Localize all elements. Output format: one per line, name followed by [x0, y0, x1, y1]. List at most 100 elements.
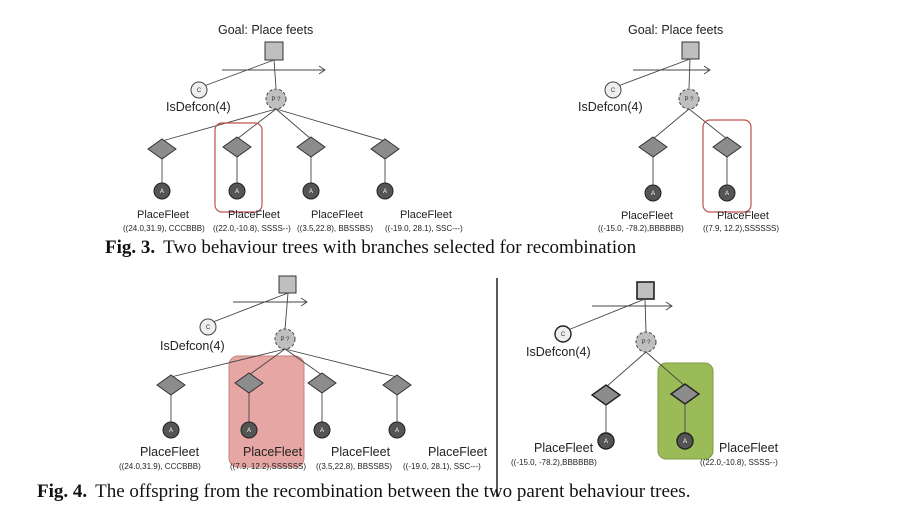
fig4-right-edge-p-2 — [645, 351, 686, 387]
fig4-left-condition-node — [199, 318, 217, 336]
fig3-left-action-letter-2: A — [235, 189, 239, 195]
fig3-right-edge-root-c — [617, 58, 691, 87]
fig4-left-edge-p-1 — [170, 348, 286, 378]
fig3-caption: Fig. 3. Two behaviour trees with branches… — [105, 237, 637, 258]
fig3-left-edge-p-1 — [161, 108, 277, 142]
fig4-left-leaf-3-title: PlaceFleet — [331, 445, 391, 459]
fig3-left-condition-node — [190, 81, 208, 99]
fig4-left-leaf-2-params: ((7.9, 12.2),SSSSSS) — [230, 462, 306, 471]
fig3-left-action-node-1 — [153, 182, 171, 200]
fig3-left-edge-p-3 — [275, 108, 312, 140]
fig4-caption-prefix: Fig. 4. — [37, 481, 87, 502]
fig3-left-action-node-2 — [228, 182, 246, 200]
fig4-right-selector-letter: P ? — [642, 340, 652, 346]
fig3-left-sequence-diamond-4 — [370, 138, 400, 160]
fig4-left-action-node-2 — [240, 421, 258, 439]
fig4-left-edge-p-4 — [284, 348, 398, 378]
fig3-left-condition-letter: C — [197, 88, 202, 94]
fig4-left-action-node-1 — [162, 421, 180, 439]
fig3-right-root-sequence-node — [681, 41, 700, 60]
fig4-caption-text: The offspring from the recombination bet… — [95, 481, 690, 502]
fig4-right-arrow-head — [665, 301, 673, 311]
fig3-right-sequence-diamond-1 — [638, 136, 668, 158]
fig3-right-action-node-2 — [718, 184, 736, 202]
fig4-right-leaf-2-title: PlaceFleet — [719, 441, 779, 455]
fig4-left-sequence-diamond-3 — [307, 372, 337, 394]
fig3-right-arrow-head — [703, 65, 711, 75]
fig4-right-tree: C IsDefcon(4) P ? A A PlaceFleet ((-15.0… — [511, 281, 779, 467]
fig4-left-sequence-diamond-1 — [156, 374, 186, 396]
fig3-right-edge-root-p — [688, 58, 691, 89]
fig4-left-leaf-1-title: PlaceFleet — [140, 445, 200, 459]
fig4-right-edge-root-p — [644, 298, 647, 333]
fig4-left-edge-p-2 — [248, 348, 286, 376]
fig3-left-condition-label: IsDefcon(4) — [166, 100, 231, 114]
fig3-left-action-node-4 — [376, 182, 394, 200]
fig3-right-selector-letter: P ? — [685, 97, 695, 103]
fig3-left-selected-branch-outline — [214, 122, 263, 213]
fig4-right-action-node-1 — [597, 432, 615, 450]
fig3-right-tree: Goal: Place feets C IsDefcon(4) P ? A A … — [578, 23, 779, 233]
fig3-left-root-sequence-node — [264, 41, 284, 61]
fig3-right-leaf-1-params: ((-15.0, -78.2),BBBBBB) — [598, 224, 684, 233]
fig4-right-recombined-branch-highlight — [657, 362, 714, 460]
fig3-right-leaf-2-params: ((7.9, 12.2),SSSSSS) — [703, 224, 779, 233]
fig4-caption: Fig. 4. The offspring from the recombinat… — [37, 481, 690, 502]
fig4-right-sequence-diamond-1 — [590, 384, 622, 406]
fig4-left-edge-root-p — [284, 292, 289, 330]
fig3-left-leaf-4-params: ((-19.0, 28.1), SSC---) — [385, 224, 463, 233]
fig4-right-root-sequence-node — [636, 281, 655, 300]
fig3-right-condition-label: IsDefcon(4) — [578, 100, 643, 114]
fig3-left-action-letter-4: A — [383, 189, 387, 195]
fig3-right-sequence-diamond-2 — [712, 136, 742, 158]
fig3-left-leaf-3-title: PlaceFleet — [311, 209, 363, 221]
fig3-left-action-node-3 — [302, 182, 320, 200]
fig3-right-action-node-1 — [644, 184, 662, 202]
fig3-caption-text: Two behaviour trees with branches select… — [163, 237, 636, 258]
fig4-left-selector-letter: P ? — [281, 337, 291, 343]
fig3-left-edge-root-c — [203, 59, 275, 87]
fig3-left-sequence-diamond-2 — [222, 136, 252, 158]
fig4-left-edge-p-3 — [284, 348, 323, 376]
fig4-left-tree: C IsDefcon(4) P ? A A A A PlaceFleet ((2… — [119, 275, 488, 471]
fig3-right-condition-letter: C — [611, 88, 616, 94]
fig3-left-sequence-diamond-1 — [147, 138, 177, 160]
fig3-left-leaf-4-title: PlaceFleet — [400, 209, 452, 221]
fig3-right-goal-label: Goal: Place feets — [628, 23, 723, 37]
fig4-left-action-node-4 — [388, 421, 406, 439]
fig3-left-leaf-2-title: PlaceFleet — [228, 209, 280, 221]
fig4-left-leaf-4-title: PlaceFleet — [428, 445, 488, 459]
fig3-right-action-letter-2: A — [725, 191, 729, 197]
fig4-left-leaf-2-title: PlaceFleet — [243, 445, 303, 459]
fig4-right-action-node-2 — [676, 432, 694, 450]
fig4-right-leaf-2-params: ((22.0,-10.8), SSSS--) — [700, 458, 778, 467]
fig3-left-leaf-1-title: PlaceFleet — [137, 209, 189, 221]
fig4-left-arrow-head — [300, 297, 308, 307]
fig4-right-condition-letter: C — [561, 332, 566, 338]
fig3-left-edge-root-p — [273, 59, 277, 89]
fig4-left-condition-letter: C — [206, 325, 211, 331]
fig3-right-edge-p-2 — [688, 108, 728, 140]
fig3-left-selector-letter: P ? — [272, 97, 282, 103]
fig3-right-action-letter-1: A — [651, 191, 655, 197]
fig3-left-edge-p-2 — [236, 108, 277, 140]
fig4-left-condition-label: IsDefcon(4) — [160, 339, 225, 353]
fig4-left-action-letter-3: A — [320, 428, 324, 434]
fig4-right-leaf-1-title: PlaceFleet — [534, 441, 594, 455]
fig4-left-action-letter-2: A — [247, 428, 251, 434]
fig4-right-condition-label: IsDefcon(4) — [526, 345, 591, 359]
fig3-caption-prefix: Fig. 3. — [105, 237, 155, 258]
fig4-right-leaf-1-params: ((-15.0, -78.2),BBBBBB) — [511, 458, 597, 467]
fig4-right-edge-p-1 — [605, 351, 647, 388]
fig4-right-condition-node — [554, 325, 572, 343]
fig3-left-edge-p-4 — [275, 108, 386, 142]
fig4-left-edge-root-c — [212, 292, 289, 323]
fig4-left-action-node-3 — [313, 421, 331, 439]
fig4-left-sequence-diamond-4 — [382, 374, 412, 396]
fig4-right-action-letter-2: A — [683, 439, 687, 445]
fig4-left-leaf-4-params: ((-19.0, 28.1), SSC---) — [403, 462, 481, 471]
fig4-left-leaf-1-params: ((24.0,31.9), CCCBBB) — [119, 462, 201, 471]
fig4-left-root-sequence-node — [278, 275, 297, 294]
fig4-left-action-letter-1: A — [169, 428, 173, 434]
